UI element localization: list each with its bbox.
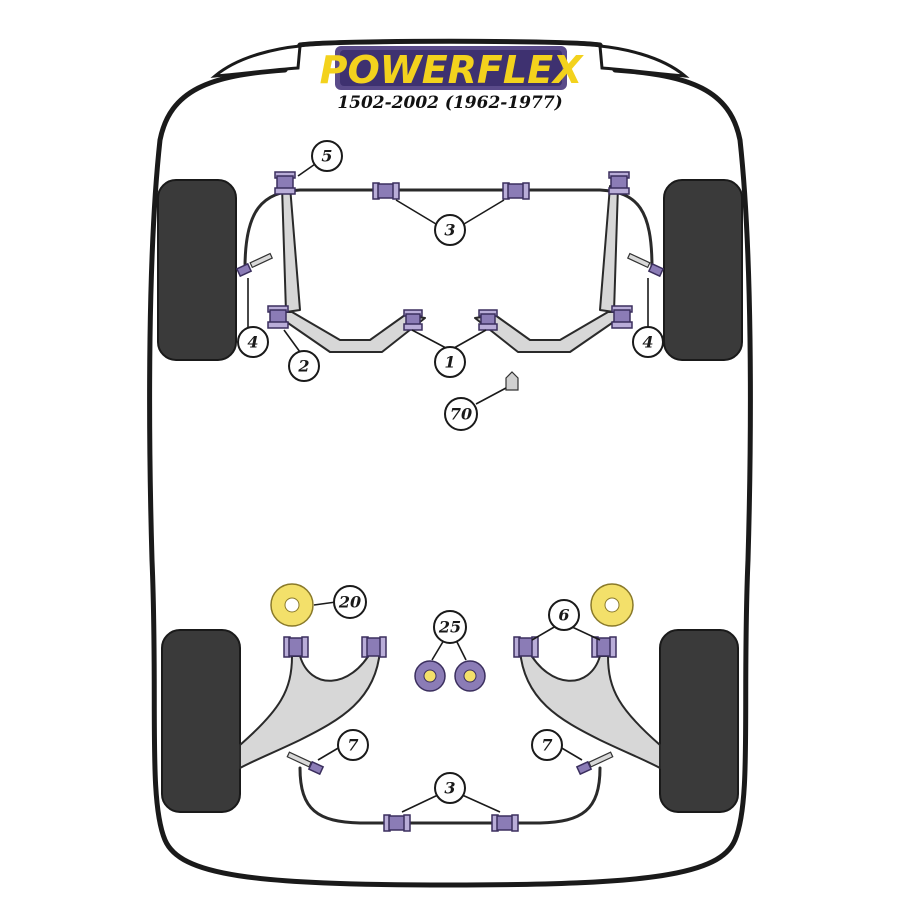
powerflex-logo: POWERFLEX (320, 46, 584, 92)
bush-rear-arm-left-inner (361, 636, 387, 658)
svg-text:70: 70 (450, 405, 472, 424)
diff-mount-bush-left (414, 660, 446, 692)
svg-text:20: 20 (338, 593, 361, 612)
svg-text:2: 2 (297, 357, 309, 376)
rear-left-tyre (161, 629, 241, 813)
callout-4-left: 4 (237, 326, 269, 358)
svg-text:7: 7 (541, 736, 552, 755)
callout-70: 70 (444, 397, 478, 431)
bush-5-right (608, 171, 630, 195)
bush-2 (267, 305, 289, 329)
callout-7-left: 7 (337, 729, 369, 761)
callout-7-right: 7 (531, 729, 563, 761)
callout-3-rear: 3 (434, 772, 466, 804)
front-left-strut (281, 185, 301, 313)
callout-6: 6 (548, 599, 580, 631)
svg-text:3: 3 (444, 221, 455, 240)
bush-3-bottom-right (491, 814, 519, 832)
rear-drop-link-left (286, 751, 325, 776)
svg-text:3: 3 (444, 779, 455, 798)
rear-anti-roll-bar (298, 766, 602, 825)
callout-4-right: 4 (632, 326, 664, 358)
front-right-strut (599, 185, 619, 313)
bush-5-left (274, 171, 296, 195)
diff-mount-bush-right (454, 660, 486, 692)
front-crossmember-right (474, 311, 629, 353)
bush-6-left (513, 636, 539, 658)
drop-link-left (235, 252, 274, 278)
spring-washer-right (590, 583, 634, 627)
bush-3-bottom-left (383, 814, 411, 832)
svg-text:25: 25 (438, 618, 461, 637)
bush-6-right (591, 636, 617, 658)
svg-text:4: 4 (247, 333, 258, 352)
leader-lines (247, 161, 649, 813)
bush-3-top-right (502, 182, 530, 200)
callout-1: 1 (434, 346, 466, 378)
rear-right-tyre (659, 629, 739, 813)
bush-1-left (403, 309, 423, 331)
bush-1-right (478, 309, 498, 331)
callout-3-front: 3 (434, 214, 466, 246)
bush-3-top-left (372, 182, 400, 200)
front-anti-roll-bar (243, 188, 654, 270)
spring-washer-left (270, 583, 314, 627)
svg-text:7: 7 (347, 736, 358, 755)
drop-link-right (626, 252, 665, 278)
left-headlamp (210, 44, 302, 78)
callout-5: 5 (311, 140, 343, 172)
svg-text:1: 1 (444, 353, 455, 372)
right-headlamp (598, 44, 690, 78)
bush-rear-arm-left-outer (283, 636, 309, 658)
car-body-outline (147, 38, 753, 888)
front-right-tyre (663, 179, 743, 361)
model-range-text: 1502-2002 (1962-1977) (337, 93, 562, 113)
rear-drop-link-right (575, 751, 614, 776)
bump-stop-70 (505, 371, 519, 391)
svg-text:5: 5 (321, 147, 332, 166)
svg-text:6: 6 (558, 606, 569, 625)
callout-20: 20 (333, 585, 367, 619)
callout-2: 2 (288, 350, 320, 382)
svg-text:4: 4 (642, 333, 653, 352)
bush-2-right (611, 305, 633, 329)
callout-25: 25 (433, 610, 467, 644)
svg-text:POWERFLEX: POWERFLEX (320, 48, 584, 92)
front-left-tyre (157, 179, 237, 361)
